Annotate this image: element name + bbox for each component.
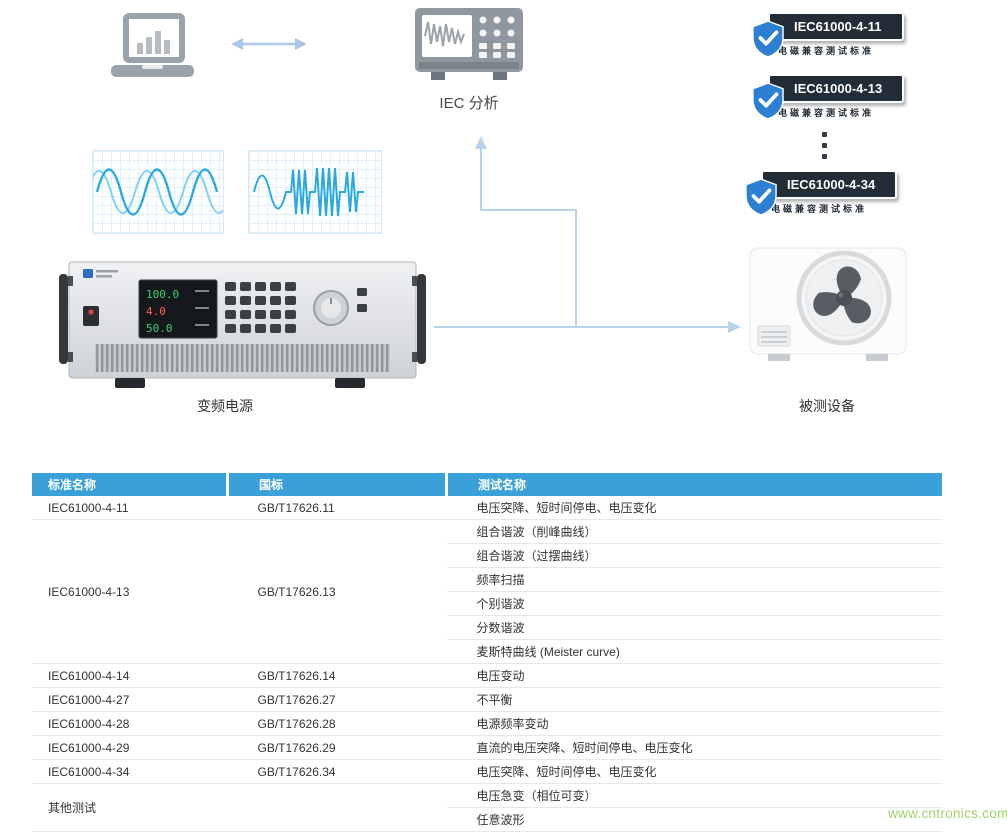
grille (757, 325, 791, 347)
gb-cell: GB/T17626.27 (227, 687, 447, 712)
table-row: 个别谐波 (32, 591, 942, 616)
test-cell: 电压急变（相位可变） (446, 783, 942, 808)
standard-cell: IEC61000-4-29 (32, 735, 228, 760)
badge-title: IEC61000-4-11 (768, 12, 904, 41)
shield-check-icon (745, 178, 777, 216)
header-standard-name: 标准名称 (32, 473, 229, 496)
header-gb-standard: 国标 (227, 473, 448, 496)
standard-cell: IEC61000-4-28 (32, 711, 228, 736)
badge-subtitle: 电磁兼容测试标准 (778, 108, 875, 118)
power-supply-label: 变频电源 (197, 398, 253, 414)
rotary-knob (313, 290, 349, 326)
test-cell: 分数谐波 (446, 615, 942, 640)
table-row: 频率扫描 (32, 567, 942, 592)
analyzer-label: IEC 分析 (439, 95, 499, 112)
header-test-name: 测试名称 (446, 473, 942, 496)
gb-cell: GB/T17626.34 (227, 759, 447, 784)
screen-value: 4.0 (146, 305, 166, 318)
standard-badge: IEC61000-4-34 电磁兼容测试标准 (745, 170, 897, 222)
sine-waveform-image (92, 150, 224, 234)
test-cell: 组合谐波（削峰曲线） (446, 519, 942, 544)
fan-icon (813, 266, 871, 324)
gb-cell: GB/T17626.14 (227, 663, 447, 688)
watermark: www.cntronics.com (888, 806, 1007, 821)
oscilloscope-icon (415, 8, 523, 82)
laptop-icon (105, 12, 200, 90)
test-cell: 个别谐波 (446, 591, 942, 616)
power-supply-image: 100.0 4.0 50.0 (55, 260, 430, 395)
brand-logo (83, 269, 118, 278)
keypad (225, 282, 296, 333)
gb-cell: GB/T17626.29 (227, 735, 447, 760)
table-row: 其他测试 电压急变（相位可变） (32, 783, 942, 832)
standard-cell: IEC61000-4-14 (32, 663, 228, 688)
standard-cell: IEC61000-4-11 (32, 496, 228, 520)
test-cell: 不平衡 (446, 687, 942, 712)
gb-cell (227, 783, 447, 832)
standard-badge: IEC61000-4-11 电磁兼容测试标准 (752, 12, 904, 64)
shield-check-icon (752, 82, 784, 120)
shield-check-icon (752, 20, 784, 58)
gb-cell: GB/T17626.13 (227, 519, 447, 664)
test-cell: 电压变动 (446, 663, 942, 688)
ellipsis-dots (822, 132, 827, 159)
test-cell: 麦斯特曲线 (Meister curve) (446, 639, 942, 664)
standard-badge: IEC61000-4-13 电磁兼容测试标准 (752, 74, 904, 126)
standard-cell: 其他测试 (32, 783, 228, 832)
table-row: 麦斯特曲线 (Meister curve) (32, 639, 942, 664)
table-row: 组合谐波（过摆曲线） (32, 543, 942, 568)
test-cell: 电源频率变动 (446, 711, 942, 736)
dut-label: 被测设备 (799, 398, 855, 414)
screen-value: 100.0 (146, 288, 179, 301)
badge-subtitle: 电磁兼容测试标准 (771, 204, 868, 214)
test-cell: 任意波形 (446, 807, 942, 832)
standard-cell: IEC61000-4-34 (32, 759, 228, 784)
table-row: 任意波形 (32, 807, 942, 832)
modulated-waveform-image (248, 150, 382, 234)
badge-title: IEC61000-4-34 (761, 170, 897, 199)
badge-title: IEC61000-4-13 (768, 74, 904, 103)
screen-value: 50.0 (146, 322, 173, 335)
test-cell: 电压突降、短时间停电、电压变化 (446, 496, 942, 520)
test-cell: 直流的电压突降、短时间停电、电压变化 (446, 735, 942, 760)
dut-image (748, 246, 908, 366)
table-header-row: 标准名称 国标 测试名称 (32, 473, 942, 496)
gb-cell: GB/T17626.11 (227, 496, 447, 520)
standard-cell: IEC61000-4-13 (32, 519, 228, 664)
gb-cell: GB/T17626.28 (227, 711, 447, 736)
standard-cell: IEC61000-4-27 (32, 687, 228, 712)
test-cell: 频率扫描 (446, 567, 942, 592)
badge-subtitle: 电磁兼容测试标准 (778, 46, 875, 56)
table-row: 分数谐波 (32, 615, 942, 640)
power-supply-screen: 100.0 4.0 50.0 (138, 279, 218, 339)
test-cell: 组合谐波（过摆曲线） (446, 543, 942, 568)
test-cell: 电压突降、短时间停电、电压变化 (446, 759, 942, 784)
